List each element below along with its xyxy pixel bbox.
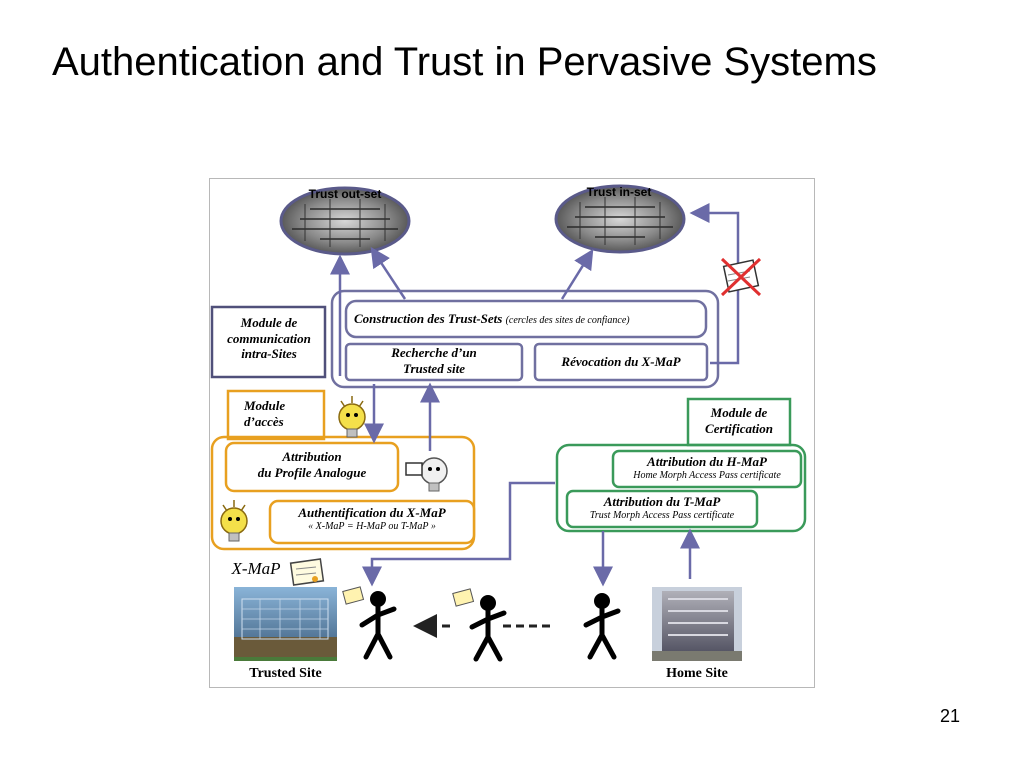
trusted-site-image	[234, 587, 337, 661]
module-communication-box	[210, 305, 327, 379]
access-module-container	[210, 435, 476, 551]
recherche-label: Recherche d’un Trusted site	[391, 345, 477, 376]
construction-box	[344, 299, 708, 339]
attrib-hmap-label: Attribution du H-MaP Home Morph Access P…	[633, 454, 781, 481]
trust-out-set-disc	[279, 186, 411, 256]
user-figure	[342, 586, 397, 660]
page-title: Authentication and Trust in Pervasive Sy…	[52, 40, 877, 84]
home-site-image	[652, 587, 742, 661]
xmap-label: X-MaP	[231, 559, 281, 578]
recherche-box	[344, 342, 524, 382]
user-figure	[452, 588, 507, 662]
attrib-tmap-label: Attribution du T-MaP Trust Morph Access …	[589, 494, 735, 521]
trusted-site-label: Trusted Site	[249, 666, 322, 681]
attrib-tmap-box	[565, 489, 759, 529]
home-site-label: Home Site	[666, 666, 728, 681]
attrib-hmap-box	[611, 449, 803, 489]
attrib-profile-box	[224, 441, 400, 493]
xmap-certificate-icon	[289, 558, 325, 586]
auth-xmap-box	[268, 499, 476, 545]
trust-architecture-diagram: Trust out-set Trust in-set Module de com…	[209, 178, 815, 688]
revocation-box	[533, 342, 709, 382]
module-cert-label: Module de Certification	[705, 405, 773, 436]
trust-in-set-label: Trust in-set	[586, 185, 652, 199]
diagram-canvas	[210, 184, 807, 662]
lightbulb-icon	[405, 457, 448, 492]
lightbulb-icon	[338, 396, 366, 438]
trust-in-set-disc	[554, 184, 686, 254]
module-acces-label: Module d’accès	[244, 398, 286, 429]
auth-xmap-label: Authentification du X-MaP « X-MaP = H-Ma…	[298, 505, 446, 532]
module-comm-label: Module de communication intra-Sites	[227, 315, 311, 362]
module-acces-box	[226, 389, 326, 441]
lightbulb-icon	[220, 500, 248, 542]
revocation-label: Révocation du X-MaP	[561, 354, 681, 369]
revoked-certificate-icon	[720, 257, 762, 297]
construction-label: Construction des Trust-Sets (cercles des…	[354, 311, 630, 326]
module-cert-box	[686, 397, 792, 447]
trust-module-container	[330, 289, 720, 389]
attrib-profile-label: Attribution du Profile Analogue	[257, 449, 367, 480]
page-number: 21	[940, 706, 961, 726]
trust-out-set-label: Trust out-set	[308, 187, 382, 201]
user-figure	[583, 593, 621, 660]
